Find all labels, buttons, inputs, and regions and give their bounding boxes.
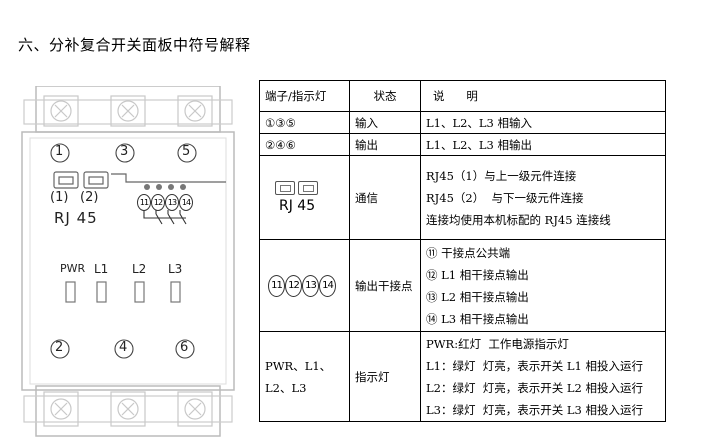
terminal-6-label: 6 [180,340,189,355]
terminal-1-label: 1 [55,144,64,159]
header-terminal: 端子/指示灯 [259,80,350,112]
dry-contact-12: 12 [151,194,165,211]
row-state: 输出干接点 [349,239,421,332]
header-description: 说 明 [420,80,666,112]
desc-line: PWR:红灯 工作电源指示灯 [426,336,569,351]
table-header-row: 端子/指示灯 状态 说 明 [259,80,666,112]
row-description: RJ45（1）与上一级元件连接 RJ45（2） 与下一级元件连接 连接均使用本机… [420,155,666,240]
header-state: 状态 [349,80,421,112]
table-row: ②④⑥ 输出 L1、L2、L3 相输出 [259,133,666,156]
row-description: L1、L2、L3 相输入 [420,111,666,134]
rj45-port-2-label: (2) [80,190,99,205]
row-state: 指示灯 [349,331,421,422]
circle-13: 13 [302,274,319,297]
rj45-port-icon [275,181,295,195]
circle-14: 14 [319,274,336,297]
table-row: PWR、L1、L2、L3 指示灯 PWR:红灯 工作电源指示灯 L1：绿灯 灯亮… [259,331,666,422]
desc-line: 连接均使用本机标配的 RJ45 连接线 [426,212,611,227]
row-description: ⑪ 干接点公共端 ⑫ L1 相干接点输出 ⑬ L2 相干接点输出 ⑭ L3 相干… [420,239,666,332]
desc-line: ⑭ L3 相干接点输出 [426,311,529,326]
indicator-l1-label: L1 [94,262,109,276]
desc-line: ⑬ L2 相干接点输出 [426,289,529,304]
table-row: 11 12 13 14 输出干接点 ⑪ 干接点公共端 ⑫ L1 相干接点输出 ⑬… [259,239,666,332]
row-state: 输出 [349,133,421,156]
desc-line: RJ45（1）与上一级元件连接 [426,168,577,183]
rj45-label: RJ 45 [54,209,98,227]
dry-contact-11: 11 [137,194,151,211]
device-outline [21,86,235,437]
desc-line: L3：绿灯 灯亮，表示开关 L3 相投入运行 [426,402,644,417]
device-panel-illustration: 1 3 5 (1) (2) RJ 45 11 12 13 14 PWR L1 L… [16,86,240,440]
terminal-2-label: 2 [55,340,64,355]
desc-line: ⑪ 干接点公共端 [426,245,511,260]
desc-line: L1：绿灯 灯亮，表示开关 L1 相投入运行 [426,358,644,373]
circle-12: 12 [285,274,302,297]
row-terminal: ②④⑥ [259,133,350,156]
row-description: L1、L2、L3 相输出 [420,133,666,156]
row-state: 输入 [349,111,421,134]
row-terminal-dry-contacts: 11 12 13 14 [259,239,350,332]
section-heading: 六、分补复合开关面板中符号解释 [18,36,251,54]
dry-contact-14: 14 [179,194,193,211]
desc-line: RJ45（2） 与下一级元件连接 [426,190,584,205]
rj45-port-1-label: (1) [50,190,69,205]
terminal-3-label: 3 [120,144,129,159]
indicator-l3-label: L3 [168,262,183,276]
rj45-port-icons [275,181,344,195]
dry-contact-13: 13 [165,194,179,211]
symbol-table: 端子/指示灯 状态 说 明 ①③⑤ 输入 L1、L2、L3 相输入 ②④⑥ 输出… [259,80,666,422]
indicator-l2-label: L2 [132,262,147,276]
rj45-port-icon [298,181,318,195]
dry-contact-circles: 11 12 13 14 [268,274,344,297]
row-terminal-rj45: RJ 45 [259,155,350,240]
row-terminal: PWR、L1、L2、L3 [259,331,350,422]
terminal-4-label: 4 [119,340,128,355]
row-state: 通信 [349,155,421,240]
circle-11: 11 [268,274,285,297]
dry-contact-labels: 11 12 13 14 [137,194,193,211]
desc-line: L2：绿灯 灯亮，表示开关 L2 相投入运行 [426,380,644,395]
table-row: RJ 45 通信 RJ45（1）与上一级元件连接 RJ45（2） 与下一级元件连… [259,155,666,240]
indicator-pwr-label: PWR [60,262,86,275]
rj45-text: RJ 45 [279,198,316,214]
row-terminal: ①③⑤ [259,111,350,134]
table-row: ①③⑤ 输入 L1、L2、L3 相输入 [259,111,666,134]
row-description: PWR:红灯 工作电源指示灯 L1：绿灯 灯亮，表示开关 L1 相投入运行 L2… [420,331,666,422]
terminal-5-label: 5 [182,144,191,159]
desc-line: ⑫ L1 相干接点输出 [426,267,529,282]
